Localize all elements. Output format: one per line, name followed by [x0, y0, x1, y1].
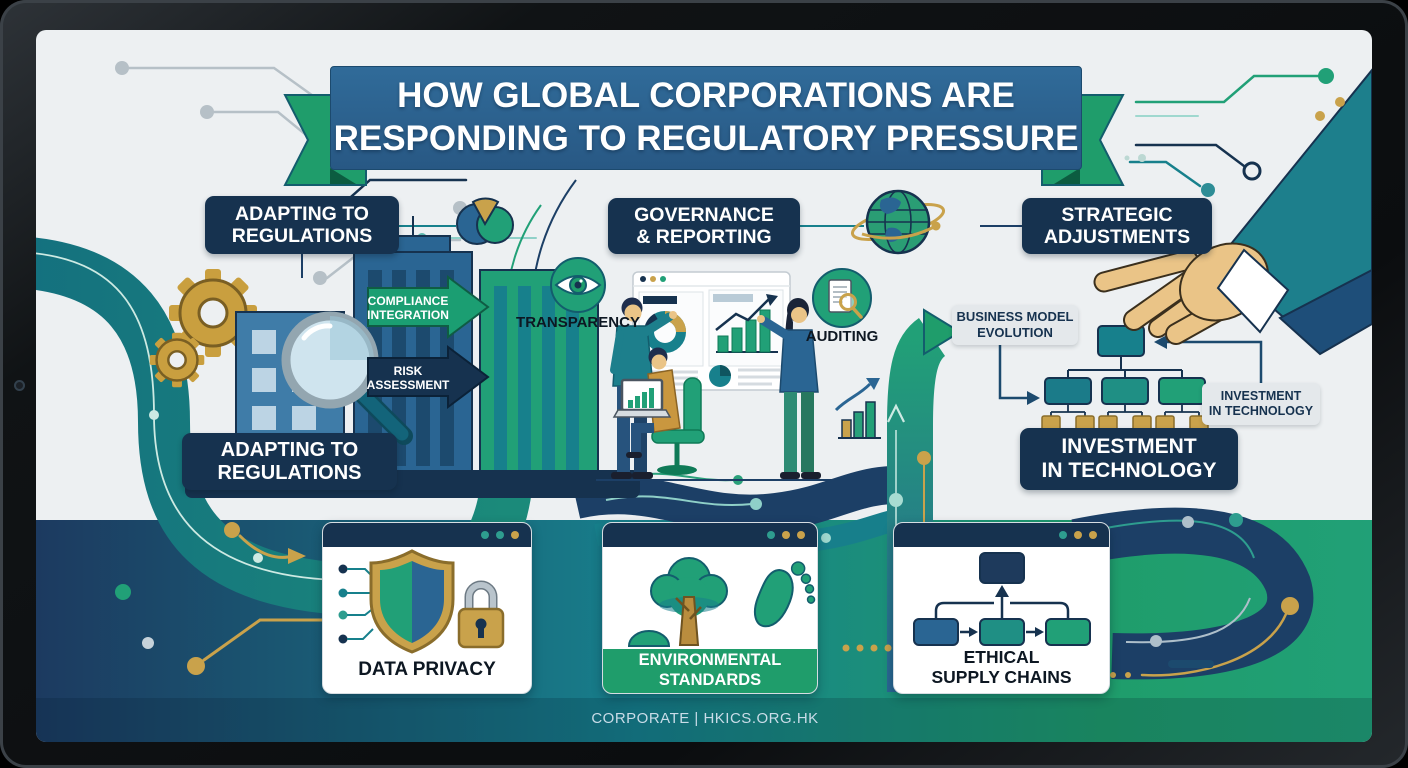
data-privacy-title: DATA PRIVACY [358, 659, 496, 680]
environment-art [627, 557, 816, 647]
transparency-label: TRANSPARENCY [516, 314, 640, 331]
window-dot-icon [767, 531, 775, 539]
pie-chart-icon [456, 197, 514, 245]
header-left-line1: ADAPTING TO [235, 202, 369, 225]
compliance-integration-label: COMPLIANCE INTEGRATION [366, 288, 450, 328]
risk-line2: ASSESSMENT [366, 378, 450, 392]
globe-icon [850, 189, 946, 255]
people-illustration [596, 297, 836, 481]
person-standing-right [757, 298, 821, 479]
window-dot-icon [1089, 531, 1097, 539]
window-dot-icon [782, 531, 790, 539]
adapting-line1: ADAPTING TO [220, 438, 359, 461]
bar-chart-icon [834, 378, 881, 439]
header-mid-line1: GOVERNANCE [634, 203, 774, 226]
business-line2: EVOLUTION [977, 325, 1053, 340]
hand-illustration [1093, 68, 1372, 356]
data-privacy-card: DATA PRIVACY [322, 522, 532, 694]
invest-big-line1: INVESTMENT [1061, 434, 1197, 458]
circuit-traces-top-right [1124, 68, 1334, 197]
header-left-line2: REGULATIONS [231, 225, 373, 247]
ethical-title-line2: SUPPLY CHAINS [931, 667, 1072, 688]
footer-credit: CORPORATE | HKICS.ORG.HK [591, 710, 819, 727]
title-line2: RESPONDING TO REGULATORY PRESSURE [333, 119, 1079, 158]
flowchart-icon [913, 552, 1091, 646]
lock-icon [457, 580, 505, 649]
business-model-evolution-label: BUSINESS MODEL EVOLUTION [952, 305, 1078, 345]
adapting-line2: REGULATIONS [217, 461, 362, 484]
risk-arrow [367, 345, 490, 409]
window-dot-icon [481, 531, 489, 539]
invest-small-line1: INVESTMENT [1220, 389, 1302, 403]
eye-icon [550, 257, 606, 313]
compliance-line1: COMPLIANCE [367, 293, 449, 308]
infographic-screen: HOW GLOBAL CORPORATIONS ARE RESPONDING T… [36, 30, 1372, 742]
window-dot-icon [1074, 531, 1082, 539]
card-window-bar [603, 523, 817, 547]
tree-icon [650, 557, 728, 646]
gold-decorations [115, 522, 1299, 678]
window-dot-icon [1059, 531, 1067, 539]
card-window-bar [894, 523, 1109, 547]
bush-icon [627, 630, 671, 647]
title-line1: HOW GLOBAL CORPORATIONS ARE [397, 76, 1015, 116]
window-dot-icon [496, 531, 504, 539]
title-banner: HOW GLOBAL CORPORATIONS ARE RESPONDING T… [330, 66, 1082, 170]
ethical-supply-chains-title: ETHICAL SUPPLY CHAINS [894, 647, 1109, 687]
ethical-supply-chains-card: ETHICAL SUPPLY CHAINS [893, 522, 1110, 694]
header-mid-line2: & REPORTING [636, 226, 772, 248]
investment-in-technology-small-label: INVESTMENT IN TECHNOLOGY [1202, 383, 1320, 425]
header-right-line1: STRATEGIC [1061, 203, 1173, 226]
header-strategic-adjustments: STRATEGIC ADJUSTMENTS [1022, 198, 1212, 254]
auditing-label: AUDITING [805, 328, 879, 345]
window-dot-icon [797, 531, 805, 539]
header-governance-reporting: GOVERNANCE & REPORTING [608, 198, 800, 254]
business-line1: BUSINESS MODEL [956, 309, 1074, 325]
footprint-icon [753, 561, 816, 628]
magnifier-icon [281, 311, 413, 445]
shield-icon [369, 549, 455, 654]
person-seated [612, 347, 705, 475]
window-dot-icon [511, 531, 519, 539]
environmental-standards-title: ENVIRONMENTAL STANDARDS [603, 649, 817, 693]
invest-big-line2: IN TECHNOLOGY [1041, 459, 1217, 482]
audit-document-icon [812, 268, 872, 328]
adapting-to-regulations-label: ADAPTING TO REGULATIONS [182, 433, 397, 490]
ethical-title-line1: ETHICAL [963, 647, 1040, 667]
risk-line1: RISK [393, 363, 423, 378]
compliance-arrow [367, 275, 490, 339]
compliance-line2: INTEGRATION [367, 308, 449, 322]
header-right-line2: ADJUSTMENTS [1043, 226, 1191, 248]
investment-in-technology-label: INVESTMENT IN TECHNOLOGY [1020, 428, 1238, 490]
camera-dot [14, 380, 25, 391]
header-adapting-to-regulations: ADAPTING TO REGULATIONS [205, 196, 399, 254]
data-privacy-art [338, 549, 505, 654]
environmental-standards-card: ENVIRONMENTAL STANDARDS [602, 522, 818, 694]
card-window-bar [323, 523, 531, 547]
env-title-line2: STANDARDS [658, 671, 762, 689]
invest-small-line2: IN TECHNOLOGY [1208, 404, 1314, 418]
risk-assessment-label: RISK ASSESSMENT [366, 358, 450, 398]
env-title-line1: ENVIRONMENTAL [638, 651, 782, 670]
laptop-icon [612, 378, 672, 418]
